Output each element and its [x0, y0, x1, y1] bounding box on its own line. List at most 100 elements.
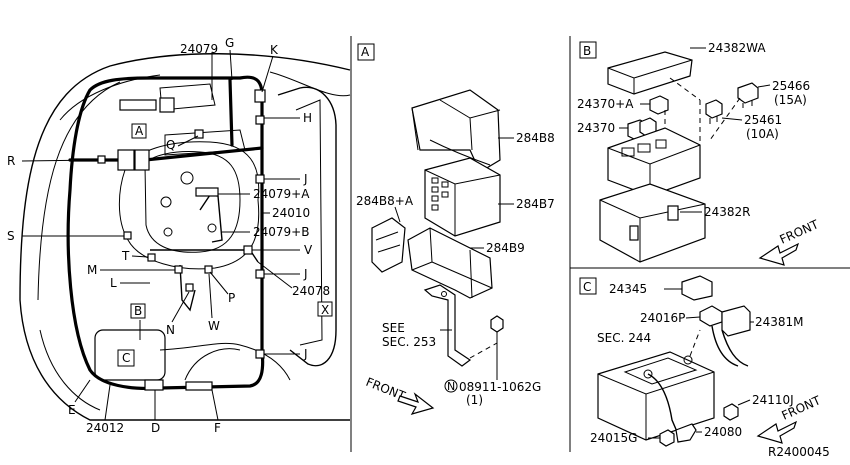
- label-24370-plus-a: 24370+A: [577, 97, 634, 111]
- label-n: N: [166, 323, 175, 337]
- connector-t: [147, 253, 156, 262]
- leader-24110j: [737, 399, 751, 406]
- vehicle-overview: 24079 G K H R Q J 24079+A 24010 S 24079+…: [7, 36, 351, 435]
- label-nut-code: 08911-1062G: [459, 380, 541, 394]
- fuse-slot: [621, 147, 635, 157]
- fuse-slot: [431, 177, 439, 184]
- label-e: E: [68, 403, 76, 417]
- label-x-box: X: [321, 303, 329, 317]
- panel-a-tag: A: [361, 45, 370, 59]
- leader-25461: [721, 117, 743, 121]
- leader-24016p: [685, 316, 701, 319]
- reference-code: R2400045: [768, 445, 830, 459]
- label-284b7: 284B7: [516, 197, 555, 211]
- connector-v: [243, 245, 253, 255]
- connector-f: [185, 381, 213, 391]
- label-q: Q: [166, 138, 175, 152]
- label-24012: 24012: [86, 421, 124, 435]
- panel-b: B 24382WA 25466 (15A) 24370+A 24370 2546…: [577, 41, 822, 266]
- lower-reinforcement: [159, 342, 291, 381]
- battery-top-recess: [623, 357, 698, 385]
- label-t: T: [121, 249, 130, 263]
- engine-bolt: [207, 223, 217, 233]
- label-j-upper: J: [303, 172, 308, 186]
- nut-symbol-circle: [444, 379, 458, 393]
- leader-284b8-plus-a: [394, 206, 401, 223]
- body-outline-bottom: [19, 299, 350, 421]
- lower-cover: [407, 227, 493, 299]
- tag-box-c: [117, 349, 135, 367]
- leader-g: [229, 49, 233, 81]
- label-p: P: [228, 291, 235, 305]
- strut-outline: [184, 348, 241, 381]
- tag-box-x: [317, 301, 333, 317]
- fuse-slot: [431, 204, 439, 211]
- label-v: V: [304, 243, 313, 257]
- bracket-hole: [441, 291, 447, 297]
- battery-terminal: [683, 355, 693, 365]
- label-25466: 25466: [772, 79, 810, 93]
- connector-q: [194, 129, 204, 139]
- engine-inner: [144, 151, 241, 253]
- cable-clip: [699, 305, 723, 327]
- panel-b-tag-box: [579, 41, 597, 59]
- battery: [597, 351, 715, 441]
- label-24079-plus-b: 24079+B: [253, 225, 309, 239]
- label-24382r: 24382R: [704, 205, 751, 219]
- connector-h: [255, 115, 265, 125]
- ground-bolt: [659, 429, 675, 447]
- body-outline-left: [19, 53, 351, 301]
- leader-24012: [104, 384, 111, 421]
- label-284b8: 284B8: [516, 131, 555, 145]
- connector-k: [254, 89, 266, 103]
- label-24345: 24345: [609, 282, 647, 296]
- label-s: S: [7, 229, 15, 243]
- label-24016p: 24016P: [640, 311, 685, 325]
- cover-curve: [429, 139, 491, 166]
- nut-symbol: N: [447, 380, 455, 393]
- fuse-box-body-edges: [599, 199, 706, 262]
- ground-terminal: [675, 423, 697, 443]
- leader-n: [171, 291, 190, 323]
- cowl-line: [269, 71, 351, 97]
- label-w: W: [208, 319, 220, 333]
- fuse-slot: [441, 181, 449, 188]
- label-box-c: C: [122, 351, 130, 365]
- leader-24078: [257, 261, 293, 289]
- front-arrow-b: [758, 242, 800, 266]
- side-bracket-ribs: [375, 231, 401, 253]
- label-24078: 24078: [292, 284, 330, 298]
- battery-terminal: [643, 369, 653, 379]
- label-front-b: FRONT: [778, 217, 822, 247]
- nut-alignment: [469, 342, 498, 359]
- alignment-line: [669, 77, 701, 101]
- alignment-line: [689, 329, 701, 357]
- panel-b-tag: B: [583, 44, 591, 58]
- label-see: SEE: [382, 321, 405, 335]
- label-l: L: [110, 276, 117, 290]
- label-sec-244: SEC. 244: [597, 331, 651, 345]
- fuse-box-cover: [411, 89, 501, 173]
- connector-j-lower: [255, 349, 265, 359]
- ground-cable: [647, 373, 679, 435]
- cover-edges: [411, 99, 501, 151]
- connector-a: [119, 99, 157, 111]
- fuse-10a: [705, 99, 723, 119]
- box-connector: [629, 225, 639, 241]
- panel-c: C 24345 24016P 24381M SEC. 244 24110J 2: [579, 275, 823, 447]
- connector: [159, 97, 175, 113]
- relay-24370-plus-a: [649, 95, 669, 115]
- panel-a: A 284B8 284B7 284B8+A 284B9: [356, 43, 555, 415]
- relay-block-edges: [424, 169, 501, 236]
- leader-p: [209, 271, 229, 295]
- leader-r: [21, 159, 99, 162]
- panel-a-tag-box: [357, 43, 375, 61]
- fuse-slot: [431, 186, 439, 193]
- box-connector: [667, 205, 679, 221]
- fuse-slot: [431, 195, 439, 202]
- label-box-a: A: [135, 124, 144, 138]
- label-box-b: B: [134, 304, 142, 318]
- bolt: [723, 403, 739, 421]
- fender-inner: [295, 99, 323, 346]
- leader-q: [177, 135, 199, 147]
